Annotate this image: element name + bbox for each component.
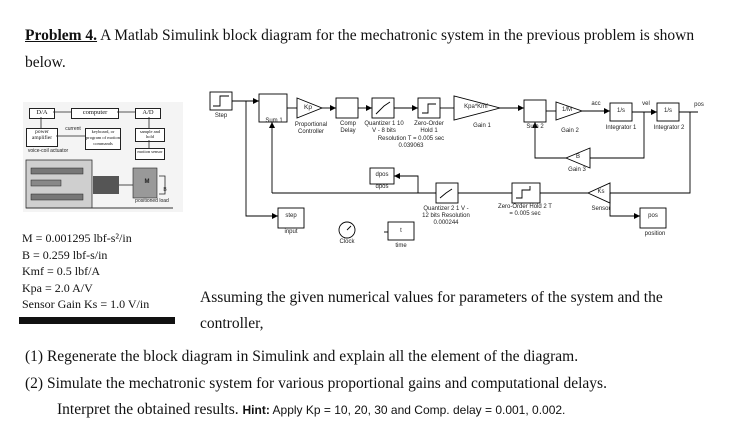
current-label: current xyxy=(65,126,81,132)
task-2-interpret: Interpret the obtained results. xyxy=(57,401,243,418)
quantizer2-label: Quantizer 2 1 V - 12 bits Resolution 0.0… xyxy=(422,206,470,226)
vel-label: vel xyxy=(642,101,650,107)
comp-delay-label: Comp Delay xyxy=(339,121,356,134)
gain3-label: Gain 3 xyxy=(568,167,586,173)
da-block: D/A xyxy=(29,108,55,119)
sum1-label: Sum 1 xyxy=(265,118,283,124)
integ1-block: 1/s xyxy=(616,108,625,114)
problem-statement: Problem 4. A Matlab Simulink block diagr… xyxy=(25,22,730,76)
param-m: M = 0.001295 lbf-s²/in xyxy=(22,231,132,245)
integ2-block: 1/s xyxy=(663,108,672,114)
vc-actuator-label: voice-coil actuator xyxy=(27,148,69,154)
step-scope-block: step xyxy=(285,213,297,219)
mechatronic-figure: D/A computer A/D power amplifier keyboar… xyxy=(23,102,183,212)
keyboard-block: keyboard, or program of motion commands xyxy=(85,128,121,150)
assumption-text: Assuming the given numerical values for … xyxy=(200,289,663,332)
integrator1-label: Integrator 1 xyxy=(605,125,637,131)
hint-body: Apply Kp = 10, 20, 30 and Comp. delay = … xyxy=(269,403,566,417)
simulink-diagram xyxy=(209,91,698,241)
power-amp-block: power amplifier xyxy=(26,128,58,147)
prop-controller-label: Proportional Controller xyxy=(294,122,328,135)
motion-sensor-block: motion sensor xyxy=(135,148,165,160)
hint-label: Hint: xyxy=(242,403,270,417)
positioned-load-label: positioned load xyxy=(135,198,169,204)
problem-intro: A Matlab Simulink block diagram for the … xyxy=(25,27,695,71)
acc-label: acc xyxy=(591,101,601,107)
t-block: t xyxy=(400,228,402,234)
pos-top-label: pos xyxy=(694,102,704,108)
zoh2-label: Zero-Order Hold 2 T = 0.005 sec xyxy=(498,204,552,217)
inv-m-gain: 1/M xyxy=(561,107,572,113)
param-sensor-gain: Sensor Gain Ks = 1.0 V/in xyxy=(22,297,150,311)
gain2-label: Gain 2 xyxy=(561,128,579,134)
mass-text: M xyxy=(144,179,150,185)
ks-gain-label: Ks xyxy=(597,189,605,195)
pos-scope-block: pos xyxy=(648,213,658,219)
sample-hold-block: sample and hold xyxy=(135,128,165,142)
computer-block: computer xyxy=(71,108,119,119)
step-label: Step xyxy=(214,113,228,119)
resolution1-label: Resolution T = 0.005 sec 0.039063 xyxy=(377,136,445,149)
input-label: input xyxy=(284,229,298,235)
gain1-label: Gain 1 xyxy=(473,123,491,129)
task-list: (1) Regenerate the block diagram in Simu… xyxy=(25,344,740,424)
dpos2-label: dpos xyxy=(375,184,389,190)
sum2-label: Sum 2 xyxy=(526,124,544,130)
integrator2-label: Integrator 2 xyxy=(653,125,685,131)
quantizer1-label: Quantizer 1 10 V - 8 bits xyxy=(364,121,404,134)
task-1: (1) Regenerate the block diagram in Simu… xyxy=(25,348,579,365)
clock-label: Clock xyxy=(339,239,355,245)
ad-block: A/D xyxy=(135,108,161,119)
task-2: (2) Simulate the mechatronic system for … xyxy=(25,374,607,392)
param-b: B = 0.259 lbf-s/in xyxy=(22,247,108,262)
figure-drawing xyxy=(25,111,173,209)
parameter-list: M = 0.001295 lbf-s²/in B = 0.259 lbf-s/i… xyxy=(22,230,149,313)
time-label: time xyxy=(395,243,407,249)
kp-gain: Kp xyxy=(304,104,312,111)
b-gain-label: B xyxy=(575,154,580,160)
zoh1-label: Zero-Order Hold 1 xyxy=(414,121,444,134)
problem-label: Problem 4. xyxy=(25,27,98,44)
dpos1-block: dpos xyxy=(375,172,389,178)
task-2-cont: Interpret the obtained results. Hint: Ap… xyxy=(25,397,740,424)
kpa-kmf-gain: Kpa*Kmf xyxy=(464,104,488,110)
sensor-label: Sensor xyxy=(591,206,611,212)
position-label: position xyxy=(644,231,666,237)
black-rule xyxy=(19,317,175,324)
param-kpa: Kpa = 2.0 A/V xyxy=(22,280,93,295)
spring-text: B xyxy=(163,187,167,193)
param-kmf: Kmf = 0.5 lbf/A xyxy=(22,264,101,278)
